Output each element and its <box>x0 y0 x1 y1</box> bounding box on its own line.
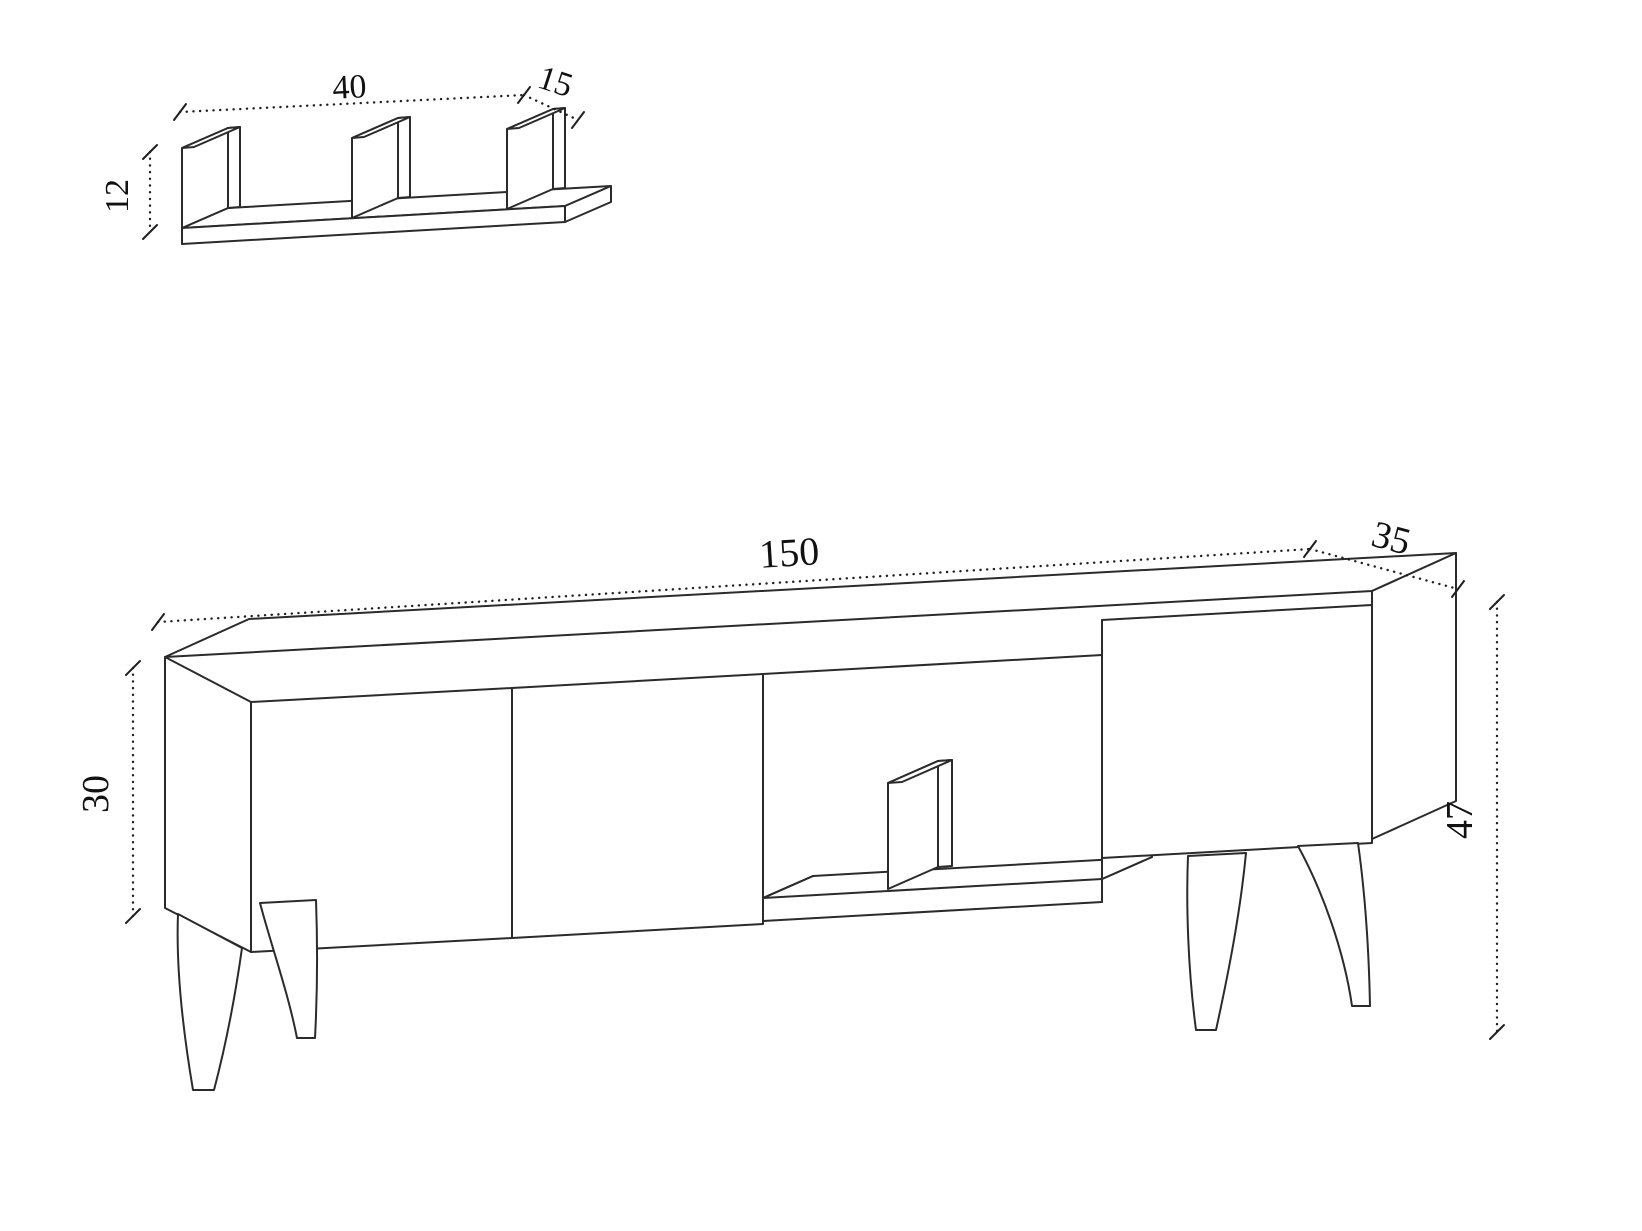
shelf-middle-divider <box>351 116 411 219</box>
tvstand-dim-overall-height: 47 <box>1439 594 1505 1040</box>
tvstand-dim-width: 150 <box>151 528 1317 631</box>
panel-edge-face <box>227 126 241 209</box>
dim-line <box>178 93 526 114</box>
tvstand-shelf-divider <box>887 759 953 890</box>
leg-front-right <box>1186 852 1247 1031</box>
shelf-left-panel <box>181 126 241 229</box>
dim-tick <box>1451 580 1465 598</box>
compartment-left-wall-edge <box>762 875 814 899</box>
tvstand-door-right[interactable] <box>1101 604 1373 859</box>
shelf-depth-label: 15 <box>533 59 577 105</box>
panel-top-face <box>181 126 241 149</box>
tv-stand-drawing: 150 35 30 47 <box>75 513 1505 1091</box>
bottom-rail-edge <box>762 857 1103 922</box>
dim-tick <box>1489 594 1505 610</box>
shelf-right-panel <box>506 107 566 210</box>
dim-line <box>1308 547 1460 591</box>
dim-line <box>156 547 1312 624</box>
tvstand-left-end-face <box>164 656 252 953</box>
dim-tick <box>1489 1024 1505 1040</box>
shelf-dim-width: 40 <box>173 68 531 121</box>
wall-shelf-drawing: 40 15 12 <box>99 59 612 245</box>
shelf-height-label: 12 <box>99 179 136 213</box>
tvstand-dim-carcass-height: 30 <box>75 660 141 924</box>
shelf-width-label: 40 <box>332 68 368 107</box>
compartment-opening-top-edge <box>762 654 1103 675</box>
dim-tick <box>142 144 158 160</box>
shelf-board-end-face <box>564 185 612 223</box>
panel-top-face <box>506 107 566 130</box>
dim-tick <box>173 103 187 121</box>
shelf-board <box>181 185 612 245</box>
dim-tick <box>151 613 165 631</box>
tvstand-width-label: 150 <box>758 528 821 577</box>
leg-back-right <box>1297 842 1371 1007</box>
tvstand-open-shelf-interior <box>762 632 1153 922</box>
dim-tick <box>142 224 158 240</box>
compartment-bottom-shelf <box>762 856 1153 899</box>
panel-edge-face <box>397 116 411 199</box>
tvstand-door-middle[interactable] <box>511 673 764 939</box>
dim-tick <box>125 660 141 676</box>
shelf-dim-height: 12 <box>99 144 158 240</box>
panel-top-face <box>351 116 411 139</box>
tvstand-legs <box>176 842 1371 1091</box>
divider-top-face <box>887 759 953 784</box>
leg-back-left <box>259 899 319 1039</box>
panel-edge-face <box>552 107 566 190</box>
tvstand-overall-height-label: 47 <box>1439 801 1481 839</box>
tvstand-carcass-height-label: 30 <box>75 775 117 813</box>
divider-edge-face <box>937 759 953 868</box>
dim-tick <box>571 111 585 129</box>
tvstand-right-end-face <box>1371 552 1457 840</box>
leg-front-left <box>176 913 243 1091</box>
dim-tick <box>125 908 141 924</box>
